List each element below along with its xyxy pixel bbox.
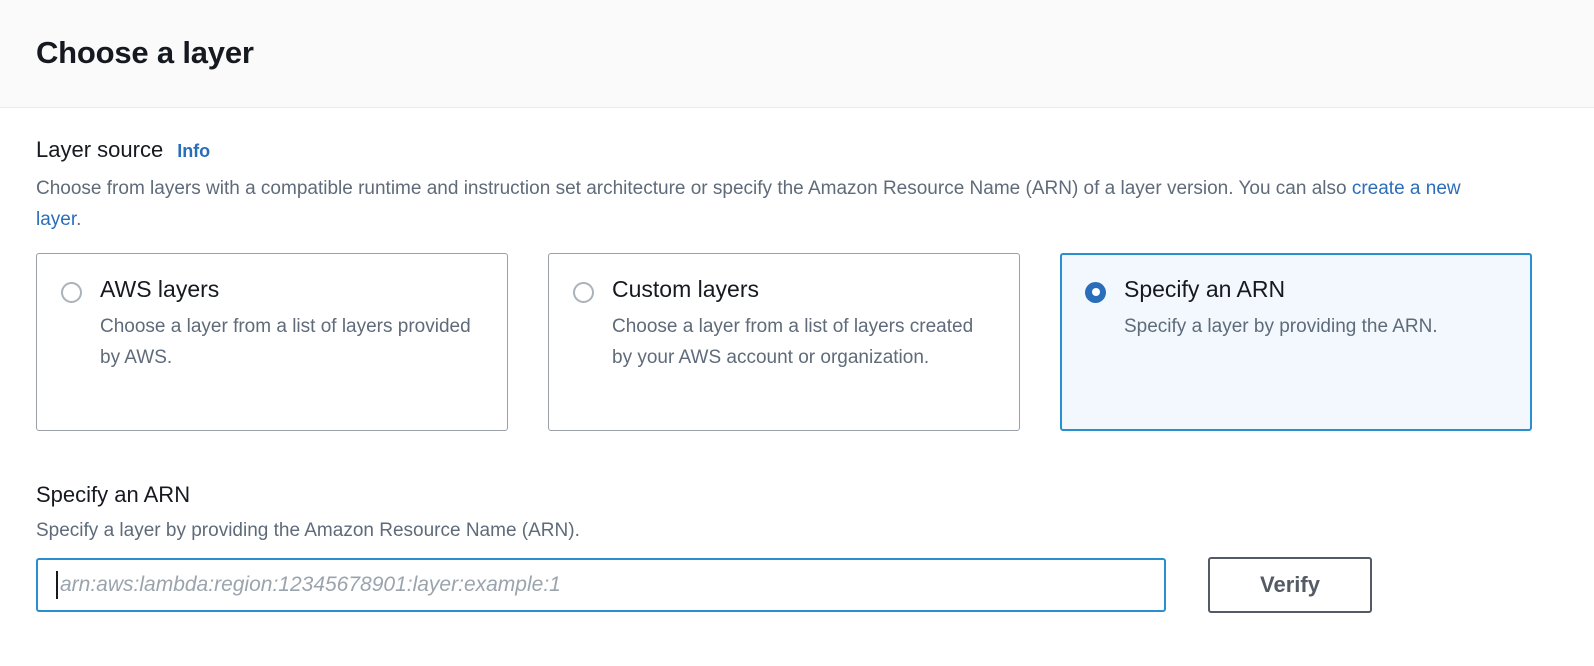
info-link[interactable]: Info <box>177 141 211 161</box>
radio-icon-specify-an-arn[interactable] <box>1085 281 1106 303</box>
layer-source-option-description: Choose a layer from a list of layers pro… <box>100 316 471 369</box>
radio-icon-custom-layers[interactable] <box>573 281 594 303</box>
layer-source-options: AWS layers Choose a layer from a list of… <box>36 252 1558 431</box>
radio-icon-aws-layers[interactable] <box>61 281 82 303</box>
layer-source-option-title: Custom layers <box>612 275 759 302</box>
layer-source-option-title: Specify an ARN <box>1124 275 1286 302</box>
layer-source-label-row: Layer source Info <box>36 136 1558 164</box>
layer-source-option-specify-an-arn[interactable]: Specify an ARN Specify a layer by provid… <box>1060 252 1532 431</box>
tile-head: AWS layers <box>61 276 483 304</box>
arn-input-placeholder: arn:aws:lambda:region:12345678901:layer:… <box>60 573 561 596</box>
layer-source-option-description: Choose a layer from a list of layers cre… <box>612 316 974 369</box>
create-a-new-layer-link[interactable]: create a new layer <box>36 177 1461 230</box>
layer-source-description-period: . <box>76 208 82 230</box>
verify-button[interactable]: Verify <box>1208 557 1372 613</box>
layer-source-description: Choose from layers with a compatible run… <box>36 173 1486 235</box>
tile-head: Custom layers <box>573 276 995 304</box>
layer-source-label: Layer source <box>36 137 164 162</box>
arn-input[interactable]: arn:aws:lambda:region:12345678901:layer:… <box>36 558 1166 612</box>
layer-source-option-description: Specify a layer by providing the ARN. <box>1124 316 1438 338</box>
specify-arn-description: Specify a layer by providing the Amazon … <box>36 520 580 541</box>
arn-input-row: arn:aws:lambda:region:12345678901:layer:… <box>36 557 1558 613</box>
layer-source-option-title: AWS layers <box>100 275 220 302</box>
specify-arn-title: Specify an ARN <box>36 481 191 507</box>
page-title: Choose a layer <box>36 35 254 71</box>
modal-header: Choose a layer <box>0 0 1594 108</box>
layer-source-option-aws-layers[interactable]: AWS layers Choose a layer from a list of… <box>36 252 508 431</box>
text-caret <box>56 571 58 599</box>
specify-arn-section: Specify an ARN Specify a layer by provid… <box>36 481 1558 613</box>
modal-body: Layer source Info Choose from layers wit… <box>0 108 1594 666</box>
layer-source-option-custom-layers[interactable]: Custom layers Choose a layer from a list… <box>548 252 1020 431</box>
tile-head: Specify an ARN <box>1085 276 1507 304</box>
layer-source-description-text: Choose from layers with a compatible run… <box>36 177 1352 199</box>
